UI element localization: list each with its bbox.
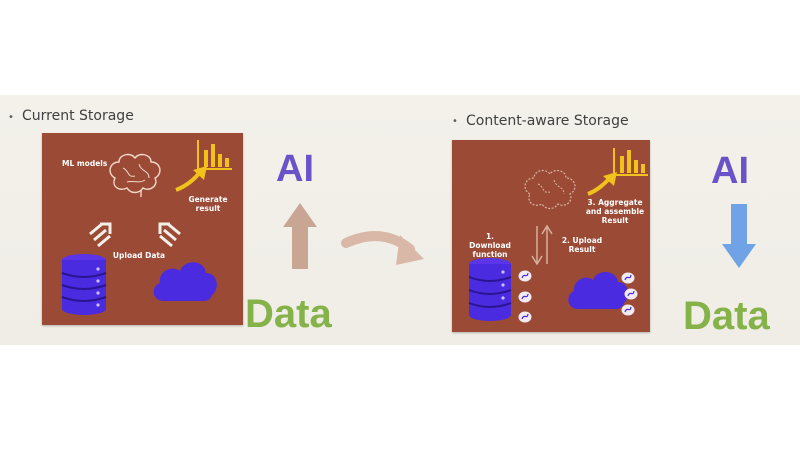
function-icon	[624, 288, 638, 300]
upload-data-label: Upload Data	[112, 251, 166, 260]
upload-result-label: 2. Upload Result	[561, 236, 603, 254]
brain-icon	[109, 153, 161, 197]
up-arrow-icon	[283, 203, 317, 269]
data-label-right: Data	[683, 294, 770, 338]
cloud-icon	[153, 262, 217, 301]
generate-arrow-icon	[175, 166, 207, 192]
ml-models-label: ML models	[62, 159, 108, 168]
function-icon	[518, 270, 532, 282]
cloud-icon	[568, 271, 629, 309]
chevron-up-icon	[158, 222, 181, 248]
ai-label-right: AI	[711, 150, 749, 192]
aggregate-result-label: 3. Aggregate and assemble Result	[585, 198, 645, 225]
transition-arrow-icon	[341, 231, 424, 265]
down-arrow-icon	[722, 204, 756, 268]
function-icon	[518, 311, 532, 323]
brain-icon	[524, 169, 576, 210]
ai-label-left: AI	[276, 148, 314, 190]
database-icon	[61, 254, 107, 315]
database-icon	[468, 258, 512, 321]
generate-result-label: Generate result	[188, 195, 228, 213]
aggregate-arrow-icon	[587, 172, 617, 196]
function-icon	[621, 304, 635, 316]
section-title-current-storage: Current Storage	[22, 108, 134, 124]
data-label-left: Data	[245, 292, 332, 336]
function-icon	[518, 291, 532, 303]
bullet: •	[452, 116, 458, 127]
download-upload-arrows-icon	[531, 224, 553, 266]
section-title-content-aware-storage: Content-aware Storage	[466, 113, 629, 129]
function-icon	[621, 272, 635, 284]
chevron-up-icon	[89, 222, 112, 248]
download-function-label: 1. Download function	[469, 232, 511, 259]
bullet: •	[8, 112, 14, 123]
